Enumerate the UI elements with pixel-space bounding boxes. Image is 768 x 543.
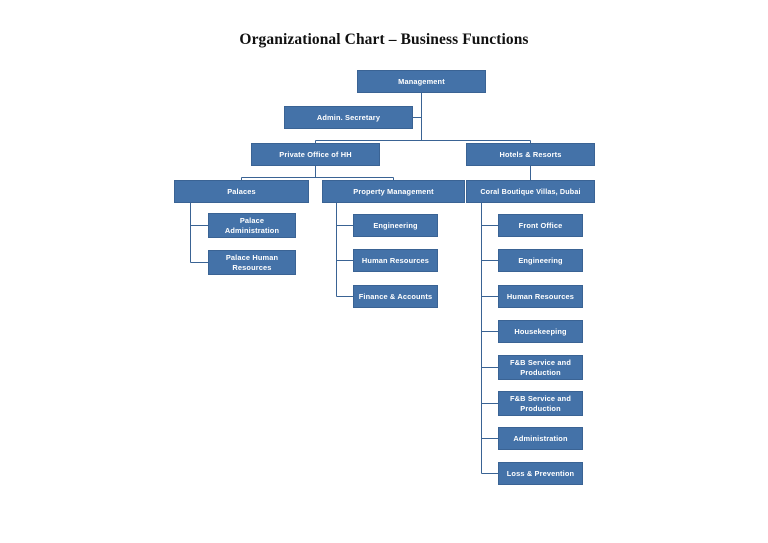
node-coral-boutique-villas-dubai[interactable]: Coral Boutique Villas, Dubai [466, 180, 595, 203]
node-hotels-and-resorts[interactable]: Hotels & Resorts [466, 143, 595, 166]
node-cv-front-office[interactable]: Front Office [498, 214, 583, 237]
node-palace-administration[interactable]: Palace Administration [208, 213, 296, 238]
node-cv-engineering[interactable]: Engineering [498, 249, 583, 272]
node-palaces[interactable]: Palaces [174, 180, 309, 203]
node-private-office-of-hh[interactable]: Private Office of HH [251, 143, 380, 166]
page-title: Organizational Chart – Business Function… [239, 31, 529, 48]
node-palace-human-resources[interactable]: Palace Human Resources [208, 250, 296, 275]
node-admin-secretary[interactable]: Admin. Secretary [284, 106, 413, 129]
node-cv-administration[interactable]: Administration [498, 427, 583, 450]
node-management[interactable]: Management [357, 70, 486, 93]
node-pm-human-resources[interactable]: Human Resources [353, 249, 438, 272]
node-cv-fnb-service-and-production-1[interactable]: F&B Service and Production [498, 355, 583, 380]
node-cv-human-resources[interactable]: Human Resources [498, 285, 583, 308]
node-cv-housekeeping[interactable]: Housekeeping [498, 320, 583, 343]
node-cv-loss-and-prevention[interactable]: Loss & Prevention [498, 462, 583, 485]
node-cv-fnb-service-and-production-2[interactable]: F&B Service and Production [498, 391, 583, 416]
node-property-management[interactable]: Property Management [322, 180, 465, 203]
node-pm-engineering[interactable]: Engineering [353, 214, 438, 237]
node-pm-finance-and-accounts[interactable]: Finance & Accounts [353, 285, 438, 308]
